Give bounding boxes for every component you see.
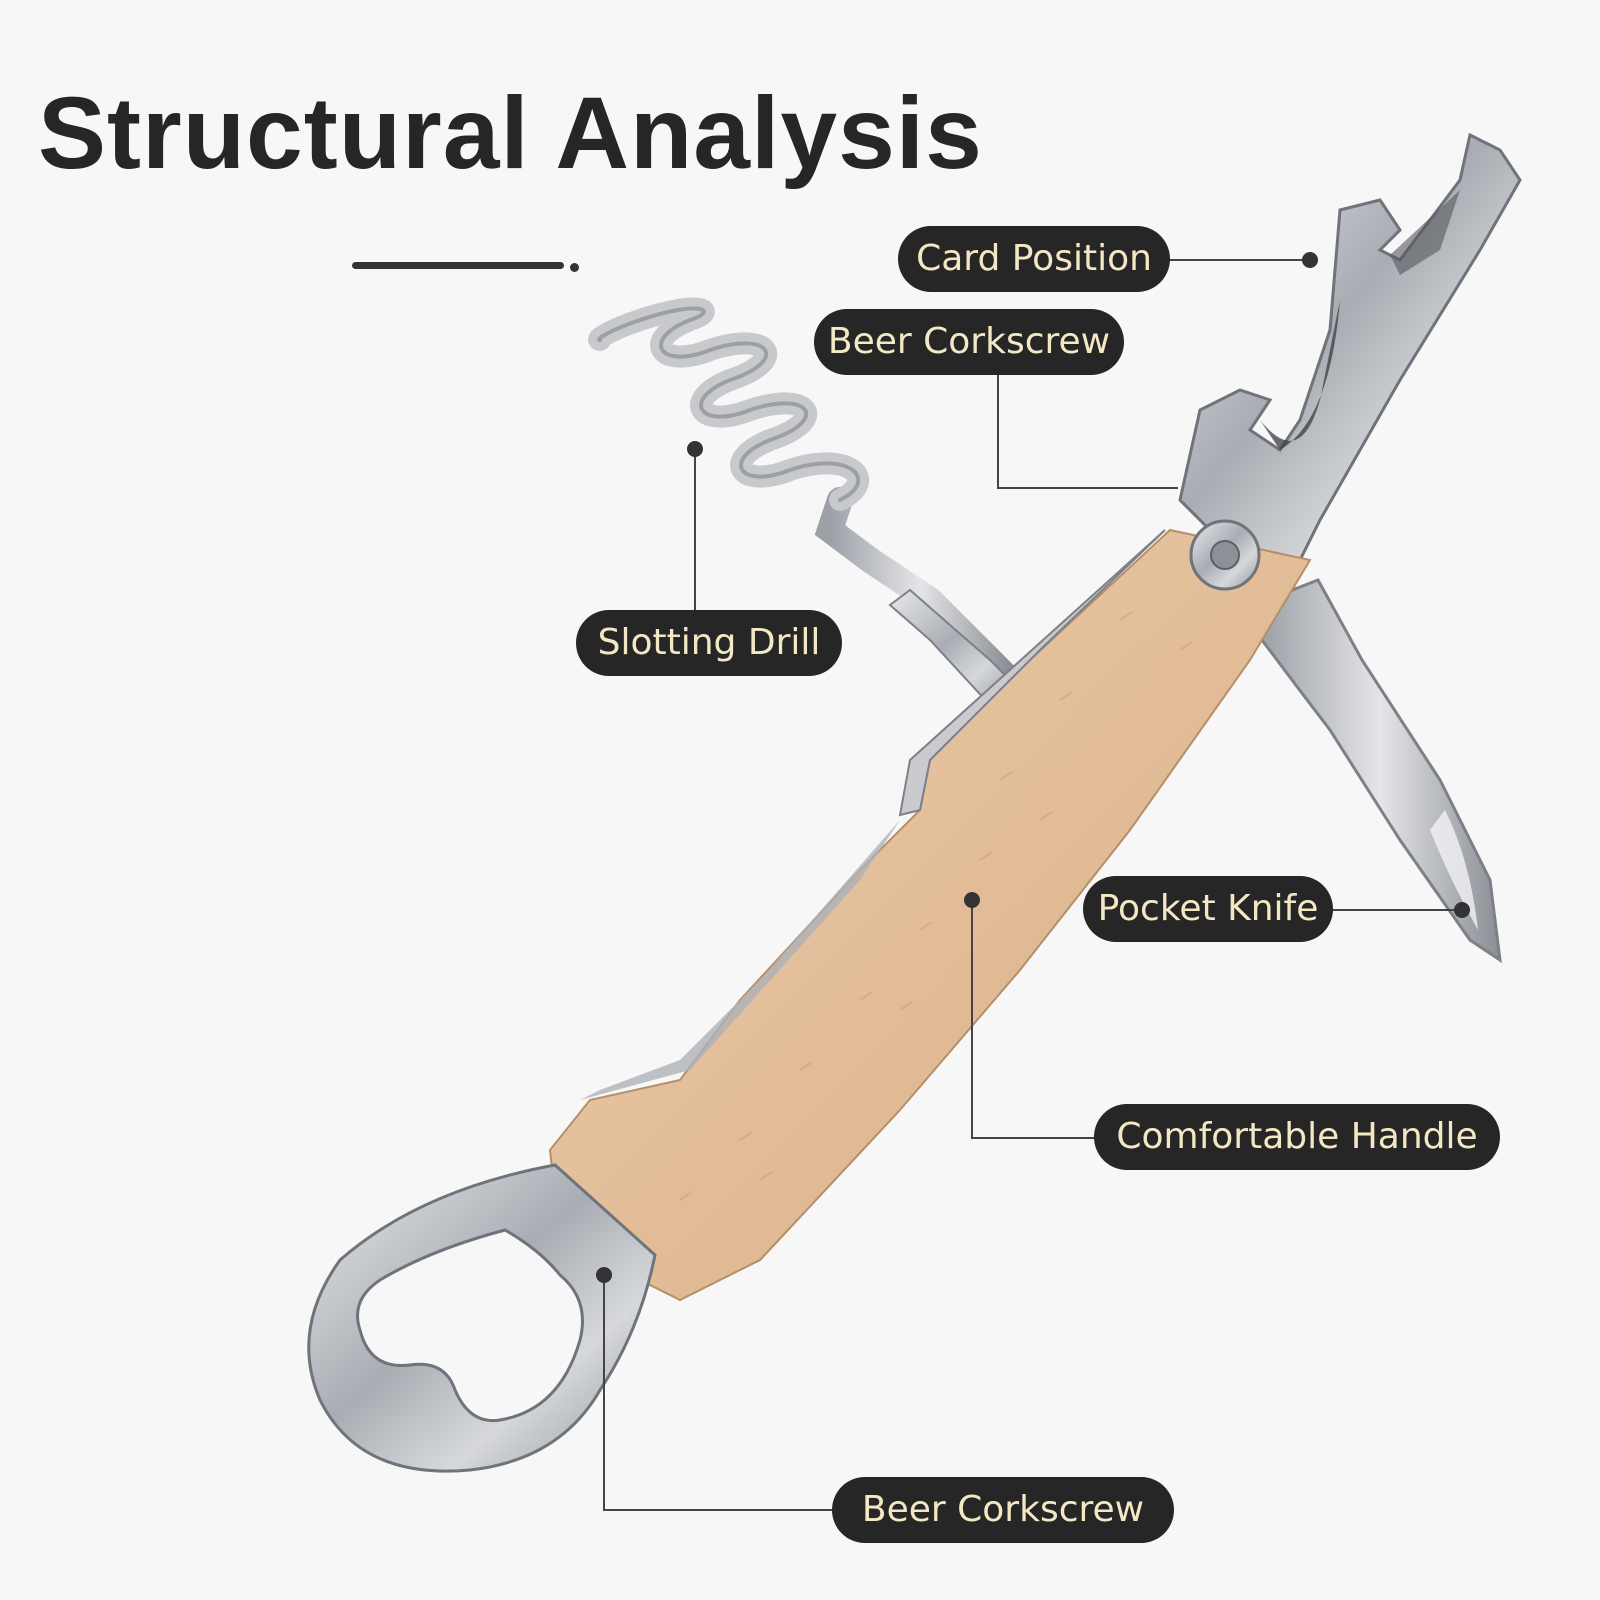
dot-comfortable-handle — [964, 892, 980, 908]
bottle-opener — [307, 1163, 657, 1473]
leader-dots — [596, 252, 1470, 1283]
dot-card-position — [1302, 252, 1318, 268]
title-underline-dot — [570, 263, 579, 272]
lever-top — [1178, 132, 1522, 562]
dot-beer-corkscrew-bottom — [596, 1267, 612, 1283]
page-title: Structural Analysis — [38, 76, 983, 190]
label-beer-corkscrew-top: Beer Corkscrew — [814, 309, 1124, 375]
rivet — [1189, 519, 1261, 591]
leader-beer-corkscrew-top — [997, 375, 1178, 489]
corkscrew-worm — [588, 297, 1023, 707]
pocket-knife-blade — [1260, 578, 1502, 964]
wooden-handle — [548, 528, 1312, 1302]
leader-comfortable-handle — [971, 900, 1096, 1139]
label-beer-corkscrew-bottom: Beer Corkscrew — [832, 1477, 1174, 1543]
label-card-position: Card Position — [898, 226, 1170, 292]
leader-beer-corkscrew-bottom — [603, 1275, 834, 1511]
label-comfortable-handle: Comfortable Handle — [1094, 1104, 1500, 1170]
dot-slotting-drill — [687, 441, 703, 457]
leader-lines — [603, 259, 1462, 1511]
dot-pocket-knife — [1454, 902, 1470, 918]
label-slotting-drill: Slotting Drill — [576, 610, 842, 676]
label-pocket-knife: Pocket Knife — [1083, 876, 1333, 942]
title-underline — [352, 262, 564, 269]
